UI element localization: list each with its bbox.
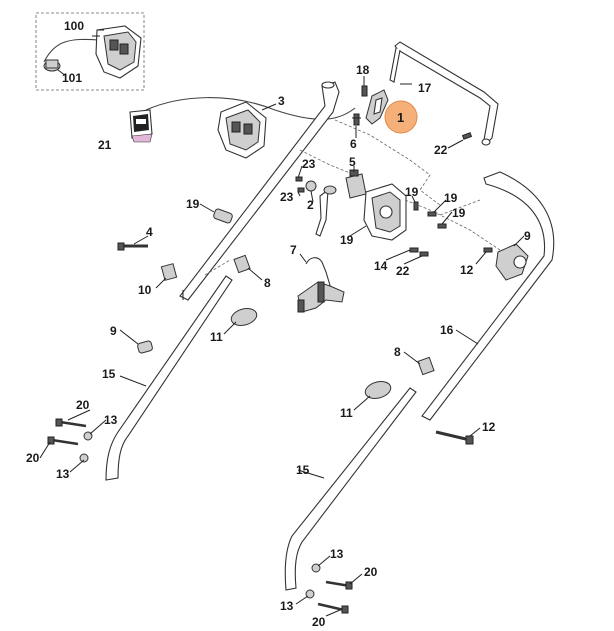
assembly-guides — [204, 119, 501, 276]
callout-21: 21 — [98, 138, 112, 152]
cable-line — [145, 97, 356, 120]
callout-10: 10 — [138, 283, 152, 297]
callout-15a: 15 — [102, 367, 116, 381]
callout-7: 7 — [290, 243, 297, 257]
right-lower-handle-part — [284, 387, 417, 591]
callout-4: 19 — [340, 233, 354, 247]
decal-part — [129, 109, 153, 143]
clip-8b-part — [417, 356, 435, 376]
callout-20b: 20 — [26, 451, 40, 465]
callout-101: 101 — [62, 71, 82, 85]
callout-8b: 8 — [394, 345, 401, 359]
callout-19e: 22 — [396, 264, 410, 278]
callout-22a: 22 — [434, 143, 448, 157]
callout-3: 3 — [278, 94, 285, 108]
callout-5: 5 — [349, 155, 356, 169]
callout-9b: 9 — [110, 324, 117, 338]
callout-19d: 14 — [374, 259, 388, 273]
callout-23a: 23 — [302, 157, 316, 171]
callout-11a: 11 — [210, 330, 223, 344]
callout-2: 2 — [307, 198, 314, 212]
cable-clip-part — [345, 169, 367, 199]
screw-22a-part — [461, 132, 473, 140]
left-lower-handle-part — [105, 275, 233, 481]
clip-8a-part — [233, 254, 251, 274]
callout-9a: 19 — [186, 197, 200, 211]
callout-15b: 15 — [296, 463, 310, 477]
right-upper-handle-part — [421, 171, 555, 421]
switch-housing-kit-part — [95, 25, 142, 79]
leader-lines — [39, 35, 525, 617]
callout-19c: 19 — [452, 206, 466, 220]
callout-13c: 13 — [330, 547, 344, 561]
clamp-10-part — [160, 263, 178, 281]
screw-22b-part — [483, 247, 493, 253]
callout-13b: 13 — [56, 467, 70, 481]
callout-13d: 13 — [280, 599, 294, 613]
callout-1: 1 — [397, 110, 404, 125]
holder-14-part — [495, 243, 529, 281]
cap-part — [43, 59, 61, 72]
callout-18: 18 — [356, 63, 370, 77]
callout-6: 6 — [350, 137, 357, 151]
control-panel-part — [363, 183, 407, 241]
callout-17: 17 — [418, 81, 432, 95]
callout-12b: 12 — [482, 420, 496, 434]
callout-12a: 4 — [146, 225, 153, 239]
callout-19b: 19 — [444, 191, 458, 205]
callout-100: 100 — [64, 19, 84, 33]
callout-11b: 11 — [340, 406, 353, 420]
leader-101 — [57, 69, 67, 77]
callout-20c: 20 — [364, 565, 378, 579]
callout-labels: 100 101 21 3 18 17 6 22 23 23 2 5 19 19 … — [26, 19, 531, 629]
callout-19a: 19 — [405, 185, 419, 199]
bolt-12a-part — [117, 242, 148, 251]
knob-9a-part — [213, 208, 233, 224]
switch-box-part — [217, 101, 267, 159]
highlight-marker[interactable] — [384, 100, 418, 134]
upper-bar-part — [389, 41, 499, 146]
screw-6-part — [352, 113, 361, 126]
cable-guide-part — [305, 180, 337, 237]
callout-16: 16 — [440, 323, 454, 337]
callout-20a: 20 — [76, 398, 90, 412]
screw-19-parts — [409, 201, 447, 257]
kit-inset — [35, 12, 145, 91]
knob-9b-part — [137, 340, 153, 354]
screw-23-parts — [295, 176, 305, 193]
lever-bracket-part — [365, 89, 389, 125]
knob-11a-part — [230, 308, 258, 326]
throttle-cable-part — [297, 257, 345, 313]
callout-8a: 8 — [264, 276, 271, 290]
knob-11b-part — [364, 381, 392, 399]
callout-22b: 12 — [460, 263, 474, 277]
bolt-12b-part — [435, 430, 474, 445]
left-upper-handle-part — [179, 81, 340, 301]
fasteners-left-part — [47, 418, 93, 463]
fasteners-bottom-part — [305, 563, 353, 614]
screw-18-part — [361, 85, 368, 97]
callout-20d: 20 — [312, 615, 326, 629]
callout-13a: 13 — [104, 413, 118, 427]
callout-23b: 23 — [280, 190, 294, 204]
callout-14: 9 — [524, 229, 531, 243]
